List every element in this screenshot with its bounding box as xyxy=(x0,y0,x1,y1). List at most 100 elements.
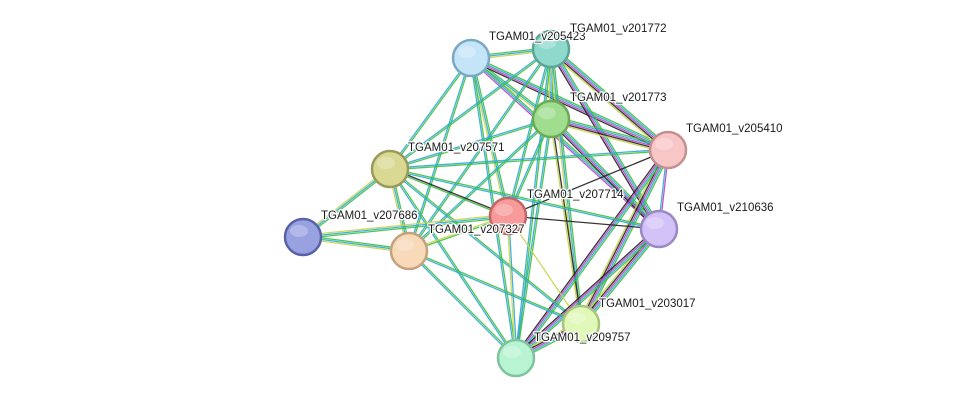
edge-v201772-v205410[interactable] xyxy=(548,46,671,153)
edge-v207327-v203017[interactable] xyxy=(408,249,582,326)
edge-v205423-v205410[interactable] xyxy=(469,55,670,153)
node-circle[interactable] xyxy=(531,29,571,69)
edge-v210636-v209757[interactable] xyxy=(513,226,662,361)
edge-v207571-v207714[interactable] xyxy=(389,167,509,218)
edge-evidence-line xyxy=(409,49,553,252)
node-circle[interactable] xyxy=(496,338,536,378)
edge-evidence-line xyxy=(580,149,669,325)
edge-v207714-v207686[interactable] xyxy=(302,213,509,240)
edge-v205423-v207571[interactable] xyxy=(388,57,473,170)
edge-v207571-v203017[interactable] xyxy=(389,167,582,326)
edge-evidence-line xyxy=(471,56,669,150)
edge-v201772-v207714[interactable] xyxy=(506,48,553,217)
node-v207714[interactable] xyxy=(488,196,528,236)
edge-evidence-line xyxy=(390,49,552,171)
edge-v205410-v207714[interactable] xyxy=(507,149,669,217)
node-label-v207571: TGAM01_v207571 xyxy=(408,142,505,154)
node-highlight xyxy=(495,204,513,216)
edge-v205410-v209757[interactable] xyxy=(513,148,671,360)
edge-evidence-line xyxy=(550,119,668,153)
node-label-v203017: TGAM01_v203017 xyxy=(599,298,696,310)
node-v207571[interactable] xyxy=(370,149,410,189)
edge-v201773-v207571[interactable] xyxy=(389,117,552,171)
edge-evidence-line xyxy=(513,226,658,357)
node-v205423[interactable] xyxy=(451,38,491,78)
node-v205410[interactable] xyxy=(648,130,688,170)
edge-evidence-line xyxy=(514,149,668,358)
node-v210636[interactable] xyxy=(639,209,679,249)
node-v203017[interactable] xyxy=(561,304,601,344)
edge-evidence-line xyxy=(388,57,471,169)
edge-v205410-v207571[interactable] xyxy=(389,148,669,171)
edge-v207714-v209757[interactable] xyxy=(506,215,518,359)
edge-evidence-line xyxy=(390,167,660,229)
node-circle[interactable] xyxy=(561,304,601,344)
edge-evidence-line xyxy=(578,226,658,323)
edge-evidence-line xyxy=(506,48,551,216)
edge-v201772-v203017[interactable] xyxy=(548,48,584,325)
node-highlight xyxy=(290,225,308,237)
node-highlight xyxy=(568,312,586,324)
edge-evidence-line xyxy=(409,249,582,324)
node-circle[interactable] xyxy=(648,130,688,170)
edge-evidence-line xyxy=(507,215,582,325)
edge-evidence-line xyxy=(408,117,551,251)
edge-evidence-line xyxy=(552,46,671,149)
nodes-layer xyxy=(283,29,688,378)
node-v207327[interactable] xyxy=(389,231,429,271)
edge-evidence-line xyxy=(469,59,668,153)
edge-evidence-line xyxy=(582,230,662,327)
edge-evidence-line xyxy=(550,118,669,151)
edge-v207571-v209757[interactable] xyxy=(388,168,518,359)
edge-evidence-line xyxy=(578,148,668,324)
edge-evidence-line xyxy=(389,47,551,169)
edge-evidence-line xyxy=(507,215,660,230)
node-highlight xyxy=(396,239,414,251)
node-circle[interactable] xyxy=(531,99,571,139)
edge-evidence-line xyxy=(548,50,667,153)
edge-v201773-v205410[interactable] xyxy=(550,115,669,154)
node-v207686[interactable] xyxy=(283,217,323,257)
edge-v201772-v207571[interactable] xyxy=(389,47,552,171)
node-highlight xyxy=(646,217,664,229)
edge-evidence-line xyxy=(390,168,518,358)
edge-v201772-v207327[interactable] xyxy=(407,48,553,252)
edge-v201773-v207327[interactable] xyxy=(408,117,552,253)
node-label-v209757: TGAM01_v209757 xyxy=(534,332,631,344)
node-label-v205423: TGAM01_v205423 xyxy=(489,31,586,43)
node-label-v201772: TGAM01_v201772 xyxy=(570,23,667,35)
node-highlight xyxy=(538,37,556,49)
edge-evidence-line xyxy=(516,229,660,360)
node-circle[interactable] xyxy=(488,196,528,236)
edge-evidence-line xyxy=(550,48,669,151)
edge-evidence-line xyxy=(508,49,553,217)
node-v201773[interactable] xyxy=(531,99,571,139)
edge-v207571-v210636[interactable] xyxy=(389,167,660,231)
node-highlight xyxy=(655,138,673,150)
node-label-v207686: TGAM01_v207686 xyxy=(321,210,418,222)
edge-v207714-v203017[interactable] xyxy=(507,215,582,325)
edge-evidence-line xyxy=(390,167,582,324)
node-v201772[interactable] xyxy=(531,29,571,69)
edge-evidence-line xyxy=(514,48,551,358)
node-highlight xyxy=(458,46,476,58)
edge-evidence-line xyxy=(508,215,518,358)
node-circle[interactable] xyxy=(639,209,679,249)
edge-evidence-line xyxy=(507,149,669,217)
edge-evidence-line xyxy=(470,58,668,152)
edge-v201773-v209757[interactable] xyxy=(514,118,553,359)
node-v209757[interactable] xyxy=(496,338,536,378)
node-circle[interactable] xyxy=(389,231,429,271)
edge-evidence-line xyxy=(389,169,508,218)
node-circle[interactable] xyxy=(283,217,323,257)
edge-evidence-line xyxy=(390,119,552,171)
edge-v207327-v209757[interactable] xyxy=(407,249,518,360)
node-circle[interactable] xyxy=(451,38,491,78)
edge-v207714-v210636[interactable] xyxy=(507,215,660,230)
edge-evidence-line xyxy=(389,148,668,169)
edge-evidence-line xyxy=(551,116,669,150)
edge-evidence-line xyxy=(581,229,661,326)
node-highlight xyxy=(503,346,521,358)
node-circle[interactable] xyxy=(370,149,410,189)
